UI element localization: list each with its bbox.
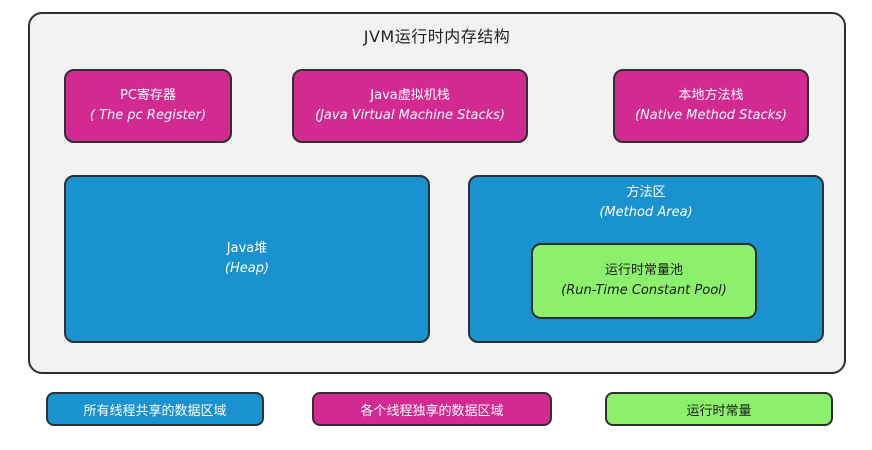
pc-register-box: PC寄存器 ( The pc Register)	[64, 69, 232, 143]
legend-shared-label: 所有线程共享的数据区域	[83, 403, 227, 419]
constant-pool-subtitle: (Run-Time Constant Pool)	[561, 283, 727, 298]
native-method-stacks-box: 本地方法栈 (Native Method Stacks)	[613, 69, 809, 143]
pc-register-subtitle: ( The pc Register)	[89, 108, 207, 123]
jvm-stacks-title: Java虚拟机栈	[370, 88, 450, 103]
legend-isolated-label: 各个线程独享的数据区域	[360, 403, 504, 419]
native-stacks-subtitle: (Native Method Stacks)	[634, 108, 788, 123]
diagram-title: JVM运行时内存结构	[363, 27, 511, 46]
jvm-stacks-subtitle: (Java Virtual Machine Stacks)	[315, 108, 505, 123]
legend-shared-areas: 所有线程共享的数据区域	[46, 392, 264, 426]
pc-register-title: PC寄存器	[120, 88, 176, 103]
heap-subtitle: (Heap)	[224, 261, 270, 276]
legend-runtime-constant-label: 运行时常量	[686, 403, 752, 419]
heap-box: Java堆 (Heap)	[64, 175, 430, 343]
native-stacks-title: 本地方法栈	[678, 88, 744, 103]
legend-thread-private-areas: 各个线程独享的数据区域	[312, 392, 552, 426]
method-area-title: 方法区	[626, 185, 666, 200]
method-area-subtitle: (Method Area)	[599, 205, 693, 220]
runtime-constant-pool-box: 运行时常量池 (Run-Time Constant Pool)	[531, 243, 757, 319]
jvm-stacks-box: Java虚拟机栈 (Java Virtual Machine Stacks)	[292, 69, 528, 143]
legend-runtime-constant: 运行时常量	[605, 392, 833, 426]
heap-title: Java堆	[226, 241, 268, 256]
constant-pool-title: 运行时常量池	[604, 263, 683, 278]
